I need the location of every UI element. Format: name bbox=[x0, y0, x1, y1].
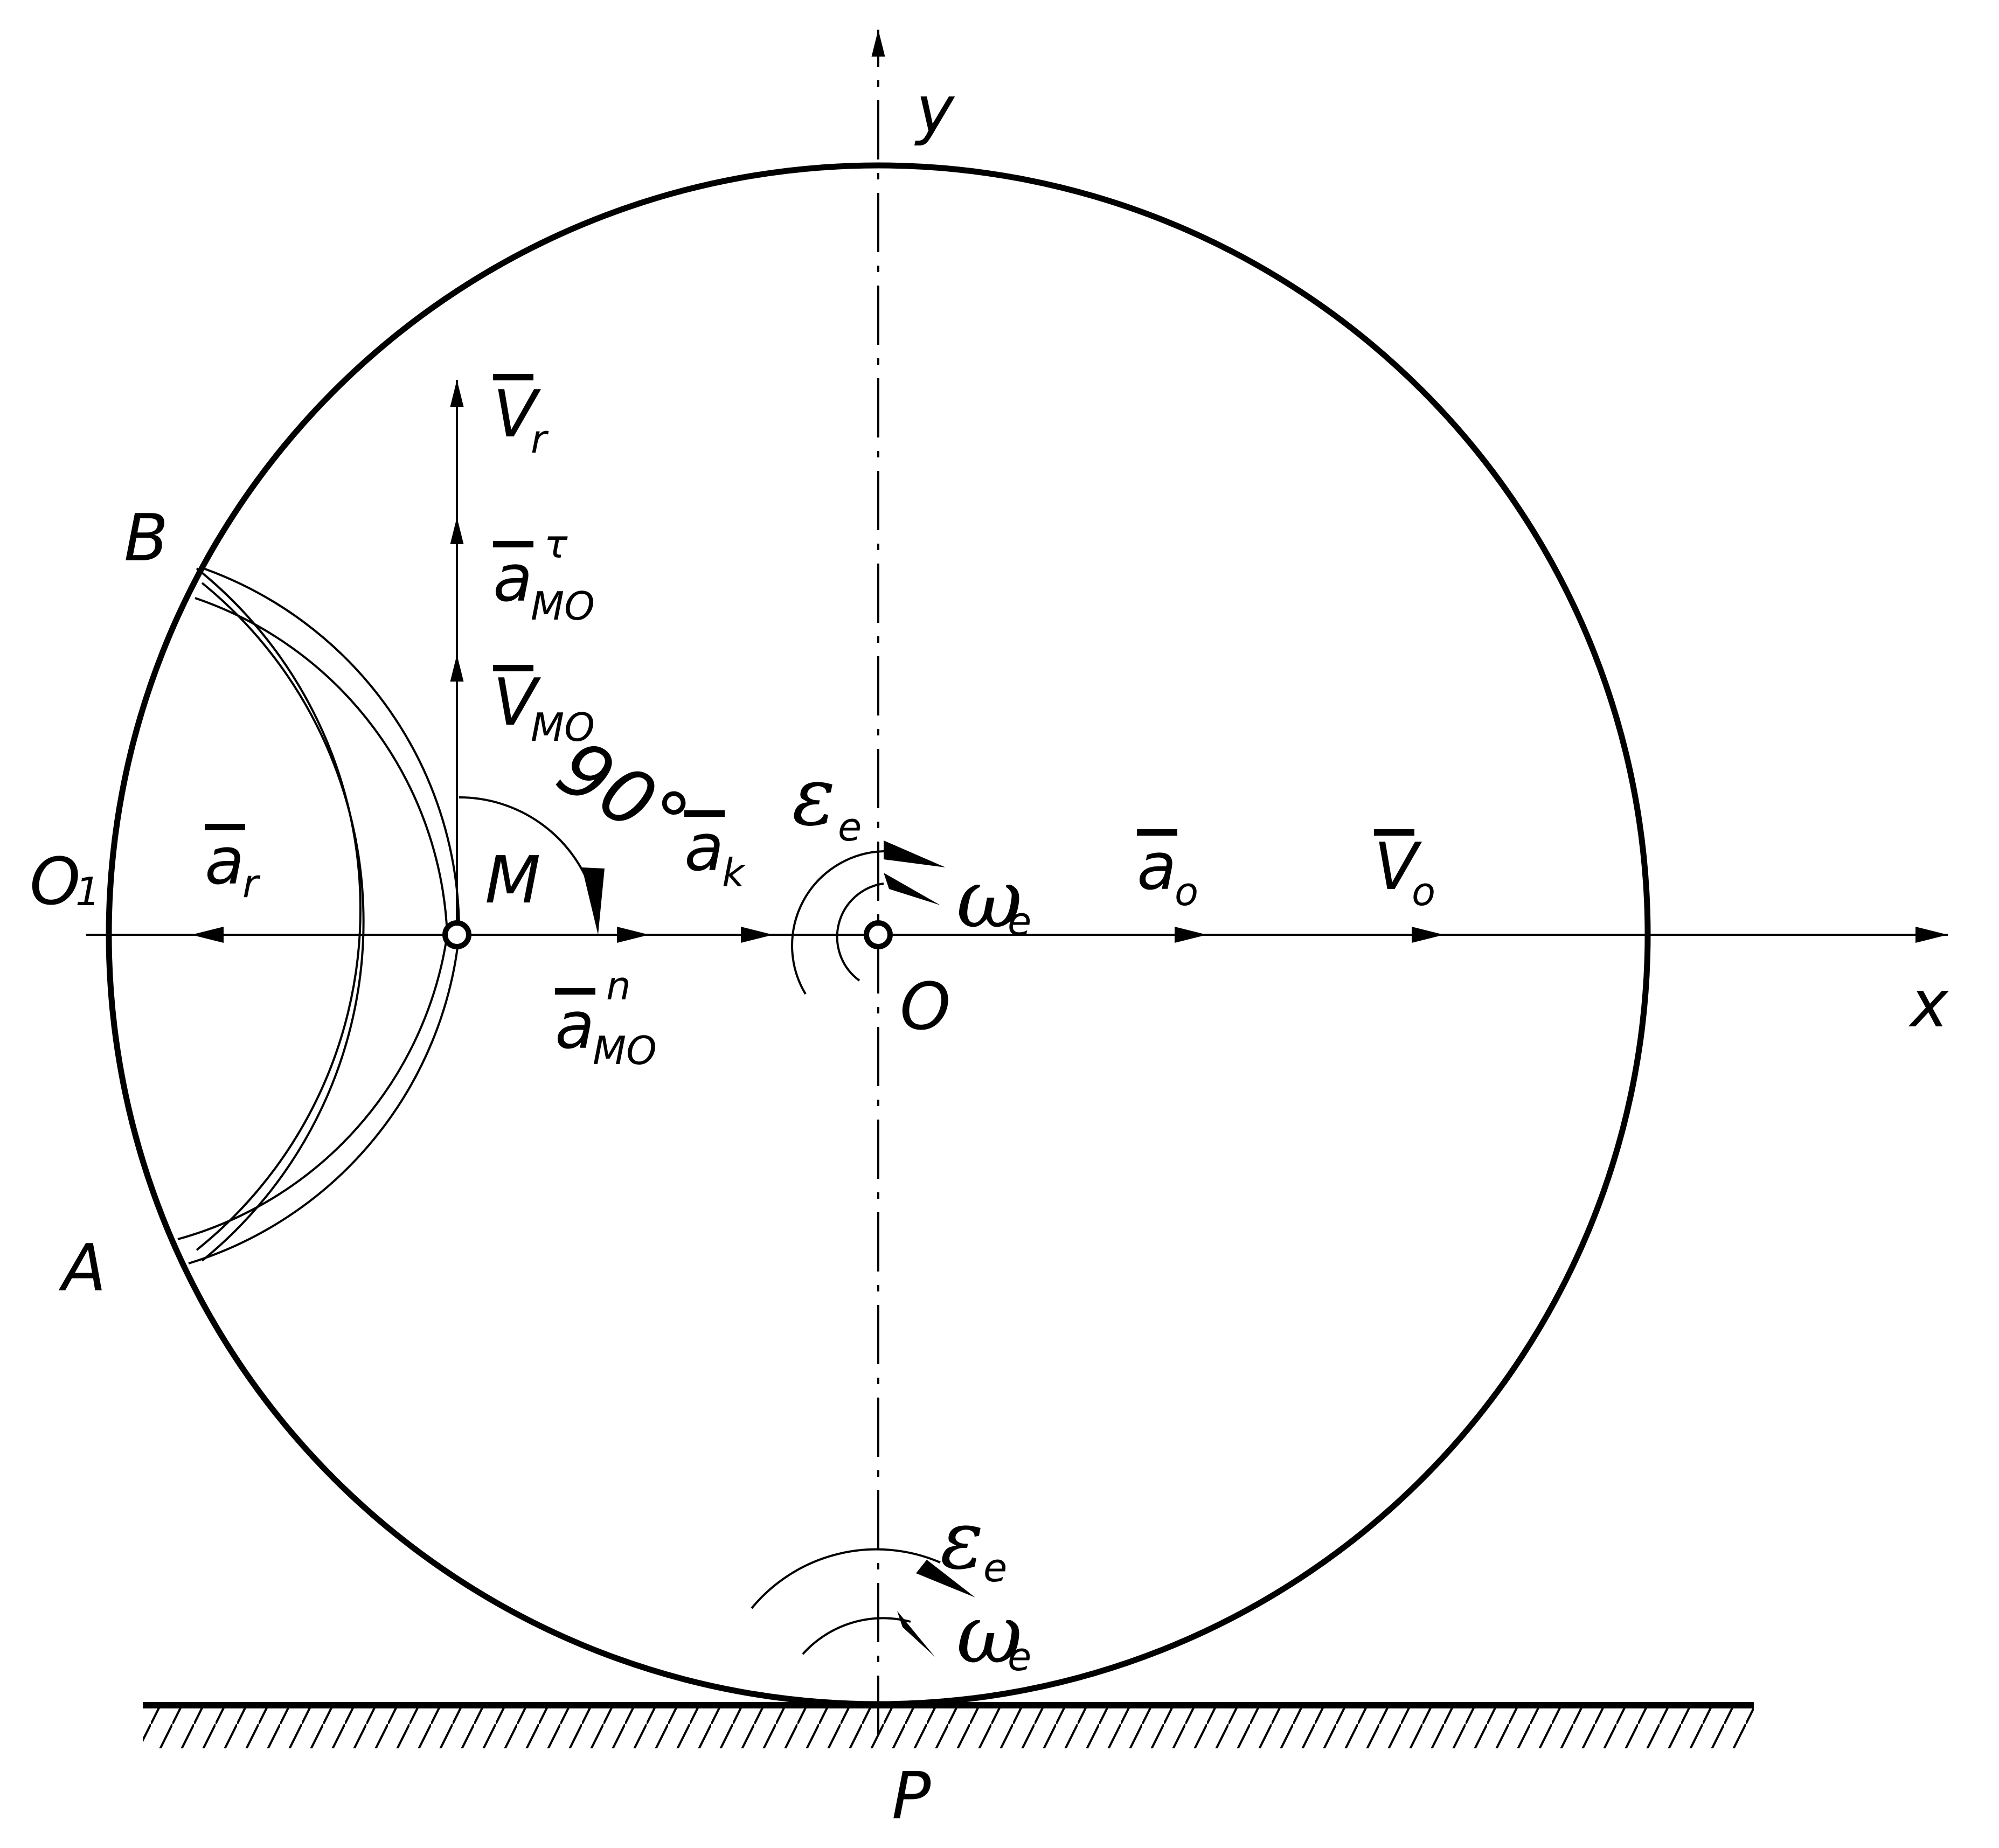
svg-text:a: a bbox=[684, 811, 724, 886]
contact-rotation-arcs bbox=[751, 1548, 941, 1655]
svg-text:ω: ω bbox=[956, 1588, 1022, 1682]
svg-text:a: a bbox=[493, 541, 533, 616]
svg-text:ω: ω bbox=[956, 852, 1022, 946]
svg-text:e: e bbox=[1008, 899, 1031, 944]
svg-text:a: a bbox=[555, 989, 595, 1064]
center-eps-arrowhead bbox=[884, 840, 946, 867]
label-o1: O bbox=[30, 845, 80, 920]
svg-text:o: o bbox=[1412, 869, 1435, 914]
label-o1-sub: 1 bbox=[75, 869, 100, 914]
svg-text:a: a bbox=[1137, 830, 1177, 905]
label-contact-omega: ω e bbox=[956, 1588, 1031, 1682]
label-a-o: a o bbox=[1137, 829, 1198, 914]
label-v-o: V o bbox=[1374, 829, 1435, 914]
svg-text:MO: MO bbox=[531, 705, 595, 750]
label-o: O bbox=[900, 970, 950, 1045]
label-a-k: a k bbox=[684, 810, 746, 895]
contact-omega-arrowhead bbox=[897, 1611, 935, 1657]
label-v-r: V r bbox=[493, 374, 549, 462]
svg-text:n: n bbox=[606, 963, 631, 1009]
svg-text:o: o bbox=[1175, 869, 1198, 914]
label-a-mo-n: a MO n bbox=[555, 963, 657, 1073]
label-center-omega: ω e bbox=[956, 852, 1031, 946]
svg-text:MO: MO bbox=[531, 583, 595, 629]
label-b: B bbox=[124, 501, 168, 576]
ground bbox=[143, 1702, 1754, 1748]
vector-labels: V r a MO τ V MO a r a k a MO n bbox=[205, 374, 1435, 1073]
label-a-r: a r bbox=[205, 824, 261, 906]
contact-eps-arrowhead bbox=[916, 1560, 975, 1597]
svg-text:e: e bbox=[983, 1545, 1007, 1590]
svg-text:τ: τ bbox=[544, 522, 568, 567]
center-rotation-arcs bbox=[791, 850, 884, 995]
tube-arcs bbox=[196, 567, 365, 1262]
svg-text:ε: ε bbox=[792, 750, 836, 844]
label-a-mo-tau: a MO τ bbox=[493, 522, 595, 629]
label-p: P bbox=[892, 1759, 931, 1834]
point-o-marker bbox=[864, 920, 893, 949]
point-m-marker bbox=[442, 920, 471, 949]
svg-text:e: e bbox=[1008, 1634, 1031, 1679]
rotation-labels: ε e ω e ε e ω e bbox=[792, 750, 1031, 1682]
point-labels: O 1 B A M O P x y bbox=[30, 73, 1949, 1834]
label-a: A bbox=[58, 1231, 106, 1306]
label-contact-eps: ε e bbox=[940, 1493, 1007, 1590]
label-v-mo: V MO bbox=[493, 665, 595, 750]
svg-text:k: k bbox=[722, 850, 746, 895]
svg-text:V: V bbox=[493, 377, 542, 452]
label-y-axis: y bbox=[914, 73, 955, 148]
svg-text:r: r bbox=[531, 416, 549, 462]
label-x-axis: x bbox=[1908, 967, 1949, 1042]
svg-text:V: V bbox=[1374, 830, 1422, 905]
center-omega-arrowhead bbox=[884, 873, 940, 905]
tube-arcs-precise bbox=[177, 566, 461, 1265]
svg-text:ε: ε bbox=[940, 1493, 984, 1587]
svg-text:V: V bbox=[493, 665, 542, 740]
svg-text:MO: MO bbox=[593, 1028, 657, 1073]
svg-text:a: a bbox=[205, 824, 245, 899]
right-angle-arrowhead bbox=[582, 867, 605, 935]
svg-text:r: r bbox=[242, 861, 261, 906]
svg-text:e: e bbox=[838, 804, 862, 850]
label-m: M bbox=[485, 843, 541, 918]
label-center-eps: ε e bbox=[792, 750, 862, 850]
